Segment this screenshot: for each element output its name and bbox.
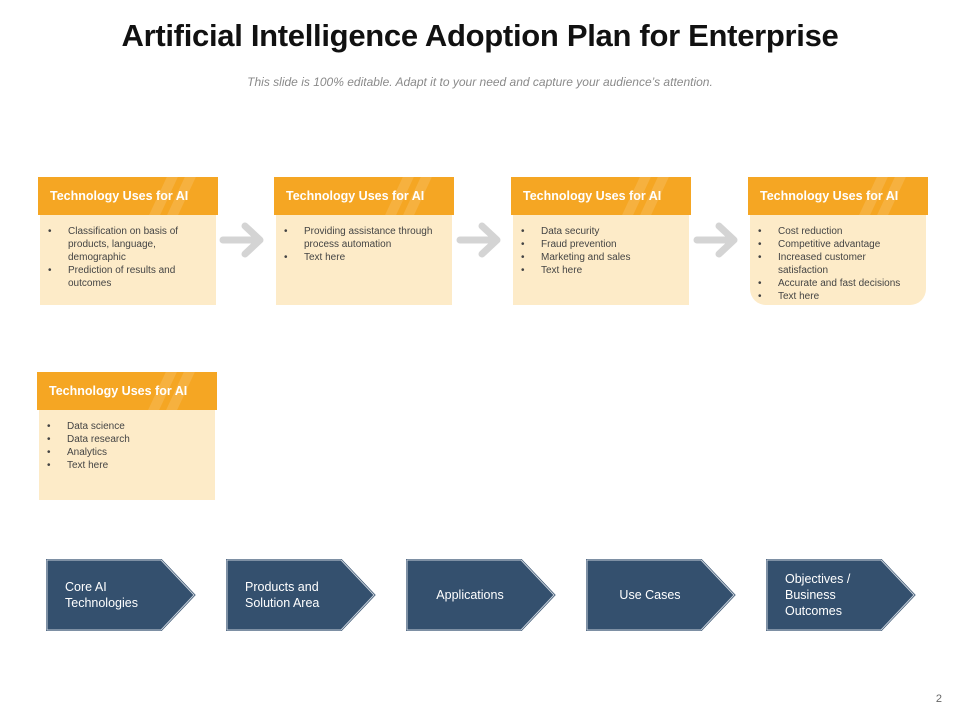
tech-card-header: Technology Uses for AI	[37, 372, 217, 410]
tech-card-title: Technology Uses for AI	[523, 189, 662, 203]
list-item: Text here	[758, 290, 918, 303]
tech-card-body: Cost reduction Competitive advantage Inc…	[750, 215, 926, 305]
arrow-right-icon	[456, 222, 501, 258]
list-item: Prediction of results and outcomes	[48, 264, 208, 290]
list-item: Fraud prevention	[521, 238, 681, 251]
tech-card-header: Technology Uses for AI	[748, 177, 928, 215]
list-item: Competitive advantage	[758, 238, 918, 251]
tech-card-title: Technology Uses for AI	[50, 189, 189, 203]
list-item: Text here	[47, 459, 207, 472]
tech-card-title: Technology Uses for AI	[49, 384, 188, 398]
tech-card-header: Technology Uses for AI	[511, 177, 691, 215]
tech-card-title: Technology Uses for AI	[286, 189, 425, 203]
slide-subtitle: This slide is 100% editable. Adapt it to…	[247, 75, 713, 89]
arrow-right-icon	[219, 222, 264, 258]
process-step-core-ai: Core AI Technologies	[44, 557, 198, 633]
page-number: 2	[935, 693, 942, 705]
list-item: Text here	[521, 264, 681, 277]
tech-card-body: Data security Fraud prevention Marketing…	[513, 215, 689, 305]
process-step-use-cases: Use Cases	[584, 557, 738, 633]
list-item: Classification on basis of products, lan…	[48, 225, 208, 264]
tech-card-5: Technology Uses for AI Data science Data…	[37, 372, 217, 500]
tech-card-1: Technology Uses for AI Classification on…	[38, 177, 218, 305]
process-step-label: Objectives / Business Outcomes	[785, 572, 851, 618]
list-item: Data research	[47, 433, 207, 446]
tech-card-header: Technology Uses for AI	[38, 177, 218, 215]
list-item: Text here	[284, 251, 444, 264]
arrow-right-icon	[693, 222, 738, 258]
tech-card-body: Providing assistance through process aut…	[276, 215, 452, 305]
tech-card-3: Technology Uses for AI Data security Fra…	[511, 177, 691, 305]
tech-card-4: Technology Uses for AI Cost reduction Co…	[748, 177, 928, 305]
tech-card-header: Technology Uses for AI	[274, 177, 454, 215]
list-item: Analytics	[47, 446, 207, 459]
list-item: Providing assistance through process aut…	[284, 225, 444, 251]
process-step-applications: Applications	[404, 557, 558, 633]
tech-card-2: Technology Uses for AI Providing assista…	[274, 177, 454, 305]
list-item: Data science	[47, 420, 207, 433]
list-item: Cost reduction	[758, 225, 918, 238]
list-item: Accurate and fast decisions	[758, 277, 918, 290]
process-step-products: Products and Solution Area	[224, 557, 378, 633]
process-step-label: Use Cases	[619, 588, 681, 602]
process-step-label: Applications	[436, 588, 504, 602]
tech-card-body: Classification on basis of products, lan…	[40, 215, 216, 305]
process-step-objectives: Objectives / Business Outcomes	[764, 557, 918, 633]
tech-card-body: Data science Data research Analytics Tex…	[39, 410, 215, 500]
list-item: Data security	[521, 225, 681, 238]
slide-title: Artificial Intelligence Adoption Plan fo…	[121, 18, 839, 53]
process-step-label: Core AI Technologies	[65, 580, 138, 610]
tech-card-title: Technology Uses for AI	[760, 189, 899, 203]
process-step-label: Products and Solution Area	[245, 580, 320, 610]
list-item: Increased customer satisfaction	[758, 251, 918, 277]
list-item: Marketing and sales	[521, 251, 681, 264]
